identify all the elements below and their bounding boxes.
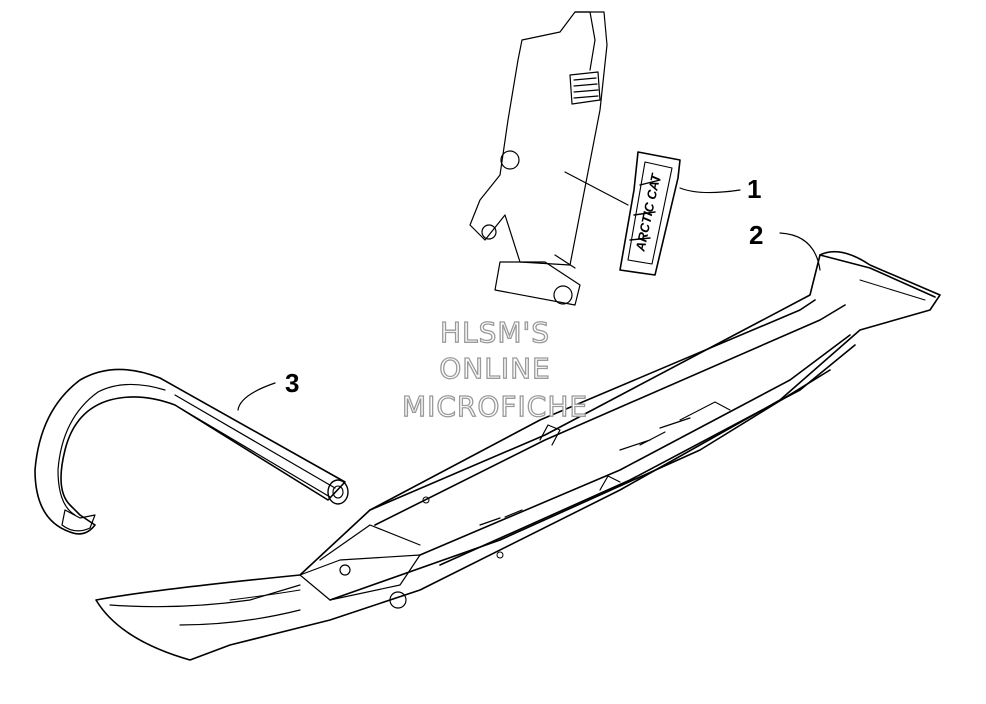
callout-2: 2: [749, 220, 764, 250]
ski-part-2: [95, 250, 941, 661]
watermark-line-2: ONLINE: [439, 351, 551, 385]
leader-line-3: [237, 382, 276, 411]
watermark-line-3: MICROFICHE: [401, 389, 589, 423]
leader-line-2: [779, 232, 821, 271]
spindle-outline: [469, 11, 608, 306]
leader-line-1: [564, 171, 629, 206]
watermark-line-1: HLSM'S: [439, 315, 551, 349]
callout-1: 1: [747, 174, 762, 204]
decal-part-1: [619, 151, 681, 276]
callout-3: 3: [285, 368, 300, 398]
leader-line-1b: [679, 187, 741, 194]
loop-part-3: [34, 368, 349, 535]
